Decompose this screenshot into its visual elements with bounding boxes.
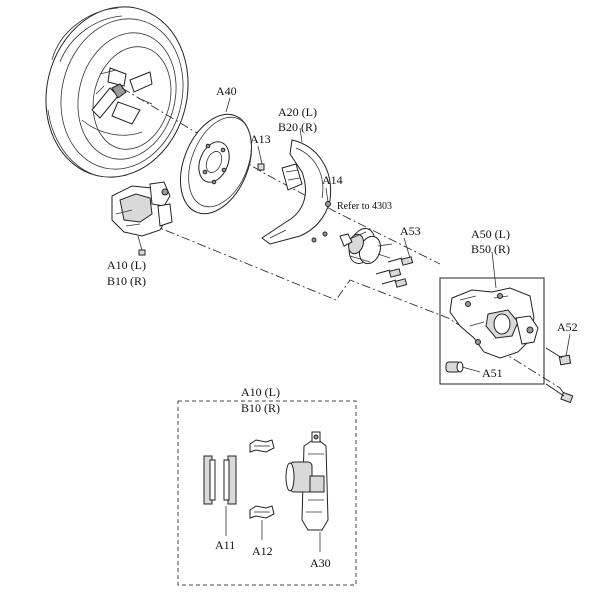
- label-inset-a10: A10 (L): [241, 385, 280, 399]
- label-a13: A13: [250, 132, 271, 146]
- label-a50: A50 (L): [471, 227, 510, 241]
- label-a51: A51: [482, 366, 503, 380]
- label-a30: A30: [310, 556, 331, 570]
- label-a10: A10 (L): [107, 258, 146, 272]
- pad-clips-a12: [249, 439, 275, 540]
- label-a12: A12: [252, 544, 273, 558]
- hub-bolts-a53: [375, 237, 414, 288]
- wheel-hub: [339, 228, 393, 265]
- label-b20: B20 (R): [278, 120, 317, 134]
- label-a14: A14: [322, 173, 343, 187]
- label-a11: A11: [215, 538, 235, 552]
- knuckle-frame: [439, 277, 545, 385]
- bolt-a52: [545, 333, 574, 404]
- label-inset-b10: B10 (R): [241, 401, 280, 415]
- brake-disc-a40: [180, 97, 252, 215]
- label-refer: Refer to 4303: [337, 201, 392, 212]
- label-b50: B50 (R): [471, 242, 510, 256]
- assembly-axes: [121, 87, 571, 403]
- screw-a13: [257, 145, 265, 171]
- brake-caliper-a10-b10: [111, 181, 173, 256]
- label-a40: A40: [216, 84, 237, 98]
- caliper-detail-box: [177, 400, 357, 586]
- bushing-a51: [445, 361, 481, 373]
- label-a20: A20 (L): [278, 105, 317, 119]
- label-b10: B10 (R): [107, 274, 146, 288]
- callout-labels: A40 A13 A20 (L) B20 (R) A14 Refer to 430…: [107, 84, 578, 570]
- brake-pads-a11: [203, 455, 237, 536]
- rim-spokes: [81, 67, 153, 136]
- label-a53: A53: [400, 224, 421, 238]
- wheel-tire: [45, 6, 189, 178]
- label-a52: A52: [557, 320, 578, 334]
- backing-plate-a20-b20: [261, 127, 332, 245]
- knuckle-assembly-a50-b50: [439, 251, 545, 385]
- caliper-body-a30: [285, 431, 329, 552]
